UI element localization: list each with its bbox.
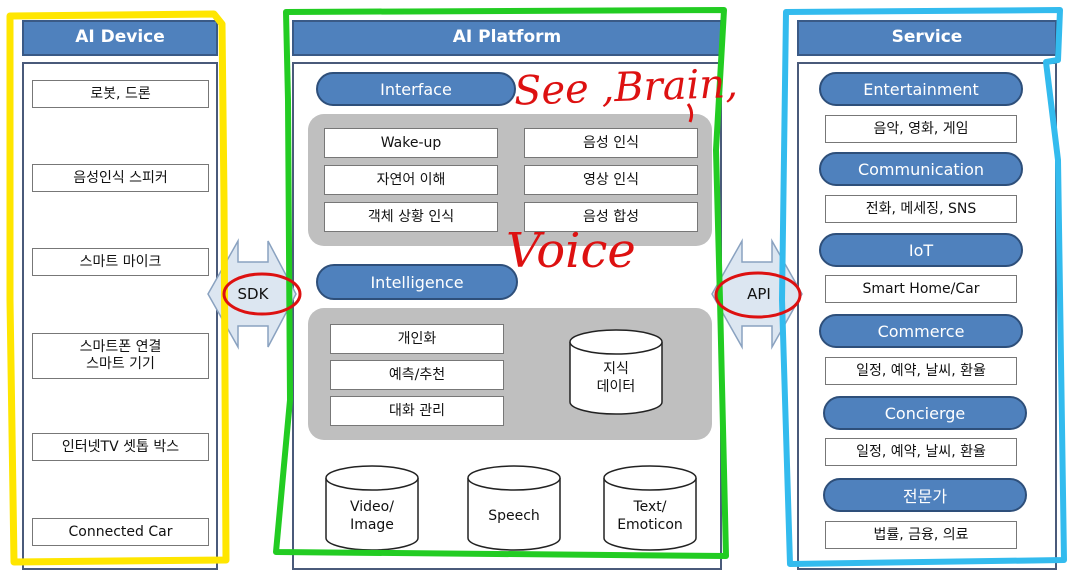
voice-annotation: Voice xyxy=(506,223,636,279)
sdk-label: SDK xyxy=(237,285,269,303)
api-label: API xyxy=(747,285,771,303)
see-brain-annotation: See ,Brain, xyxy=(513,60,739,115)
